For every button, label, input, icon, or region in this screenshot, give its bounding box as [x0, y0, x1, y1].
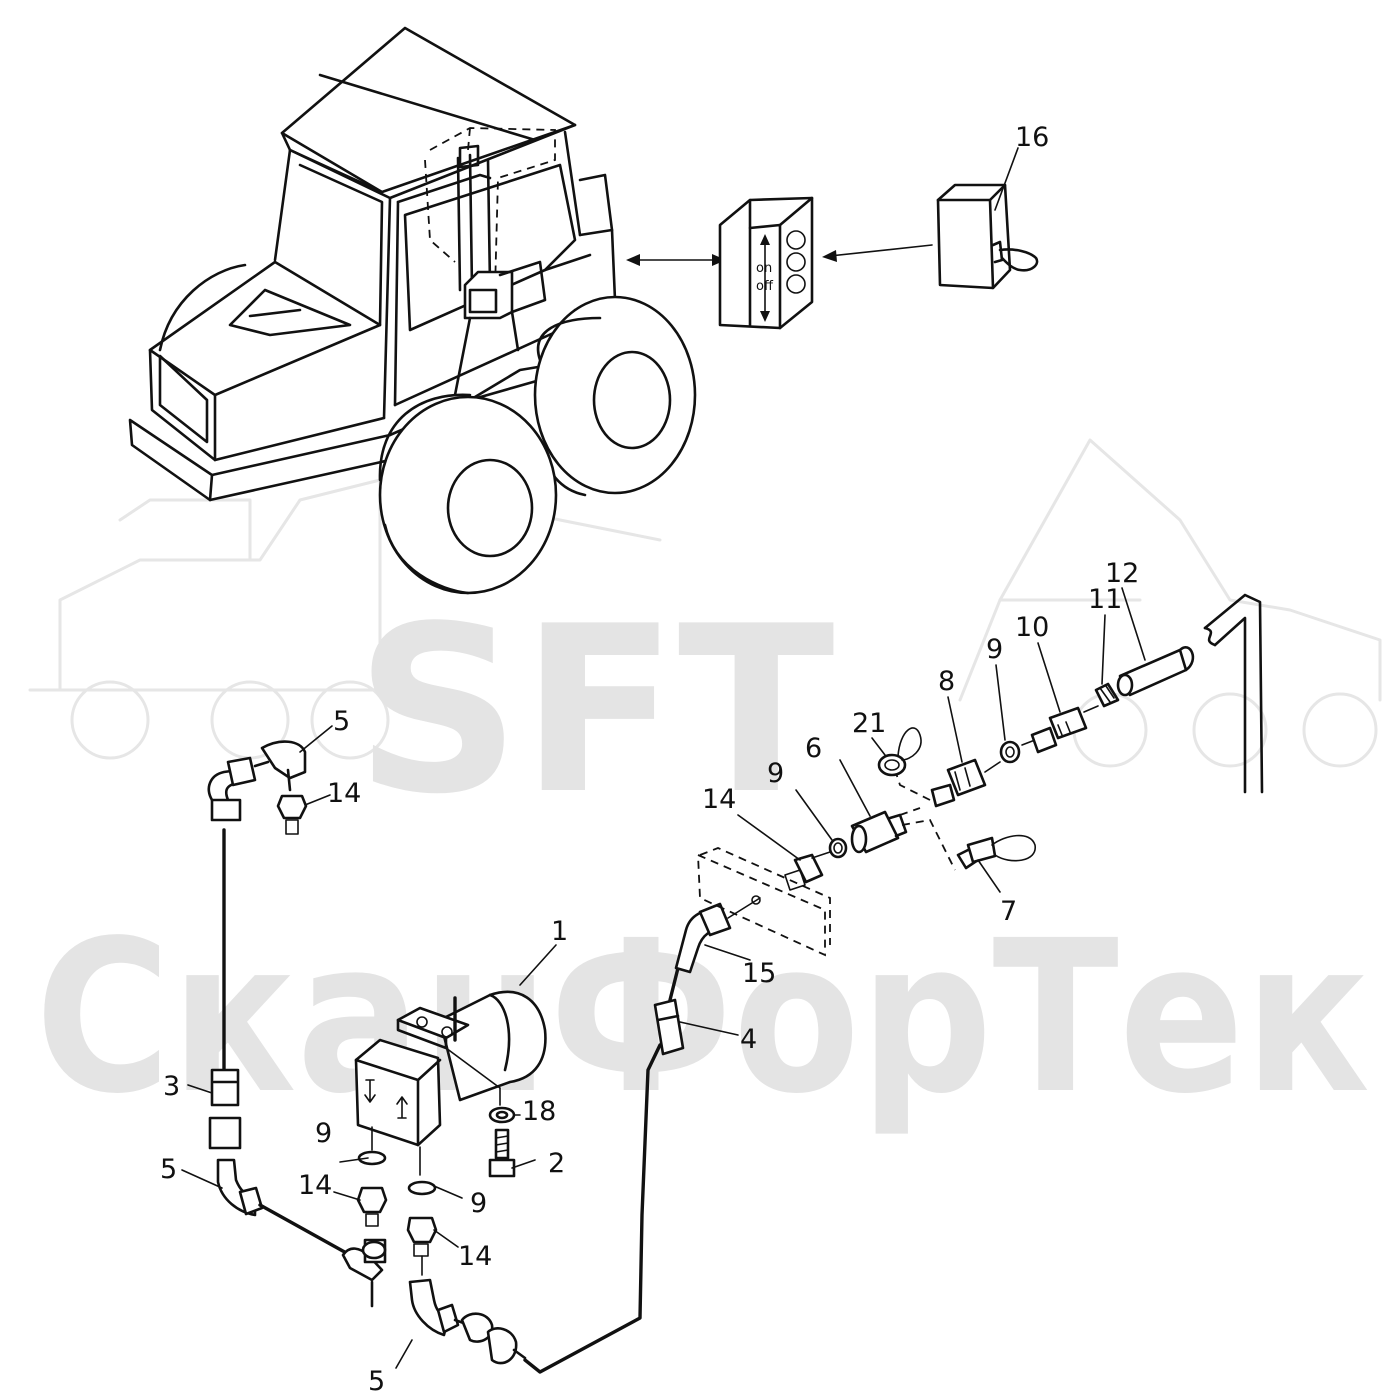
callout-5-top: 5: [333, 706, 350, 737]
callout-14-bottom: 14: [458, 1241, 492, 1272]
callout-9-top: 9: [986, 634, 1003, 665]
callout-1: 1: [551, 916, 568, 947]
callout-8: 8: [938, 666, 955, 697]
forwarder-vehicle: [128, 26, 697, 595]
callout-14-left: 14: [298, 1170, 332, 1201]
mounting-plate-outline: [697, 847, 831, 957]
callout-6: 6: [805, 733, 822, 764]
panel-indicator-middle: [786, 252, 806, 272]
callout-15: 15: [742, 958, 776, 989]
callout-16: 16: [1015, 122, 1049, 153]
callout-9-left: 9: [315, 1118, 332, 1149]
callout-9-mid: 9: [767, 758, 784, 789]
right-hose: [523, 895, 761, 1374]
callout-5-left: 5: [160, 1154, 177, 1185]
valve-block: [354, 1038, 442, 1147]
callout-labels: 16 1 2 3 4 5 5 5 6 7 8 9 9 9 9 10 11 12 …: [160, 122, 1139, 1397]
watermark-logo: SFT: [355, 578, 835, 845]
callout-12: 12: [1105, 558, 1139, 589]
callout-14-top: 14: [327, 778, 361, 809]
toggle-switch: [936, 183, 1039, 290]
bolt-and-washer: [488, 1087, 516, 1178]
callout-7: 7: [1000, 896, 1017, 927]
leader-lines: [181, 147, 1146, 1369]
pump-motor: [354, 990, 547, 1176]
callout-5-bottom: 5: [368, 1366, 385, 1397]
callout-10: 10: [1015, 612, 1049, 643]
panel-off-label: off: [756, 279, 774, 294]
valve-port-right: [406, 1180, 527, 1365]
valve-port-left: [356, 1150, 388, 1260]
panel-indicator-bottom: [786, 274, 806, 294]
callout-21: 21: [852, 708, 886, 739]
switch-panel: on off: [718, 196, 814, 330]
panel-indicator-top: [786, 230, 806, 250]
panel-on-label: on: [756, 261, 772, 276]
callout-9-right: 9: [470, 1188, 487, 1219]
callout-11: 11: [1088, 584, 1122, 615]
connection-arrows: [626, 244, 933, 266]
callout-3: 3: [163, 1071, 180, 1102]
quick-coupling-assembly: [784, 593, 1264, 891]
callout-2: 2: [548, 1148, 565, 1179]
callout-18: 18: [522, 1096, 556, 1127]
callout-14-right: 14: [702, 784, 736, 815]
rear-wheel: [533, 295, 697, 495]
callout-4: 4: [740, 1024, 757, 1055]
left-hose-assembly: [207, 740, 387, 1308]
